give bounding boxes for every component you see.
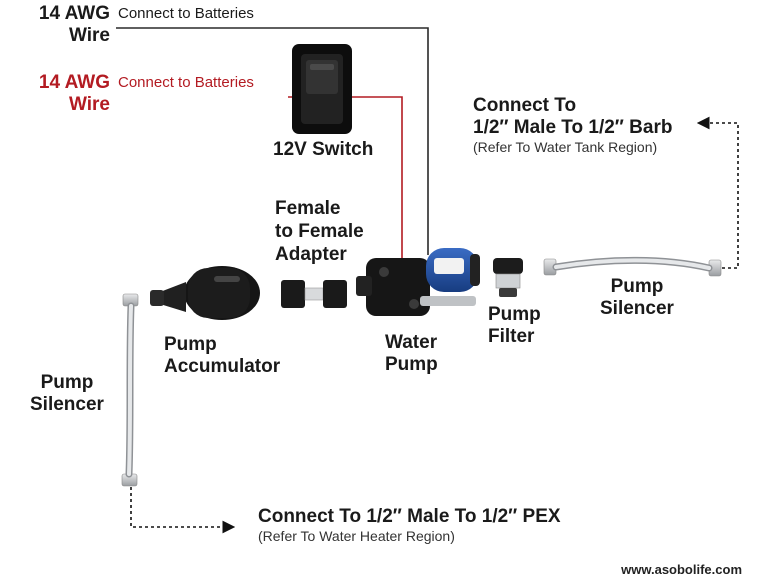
black-wire	[116, 27, 429, 255]
filter-label-line2: Filter	[488, 325, 535, 347]
red-wire-word: Wire	[68, 93, 110, 115]
silencer-left-line1: Pump	[40, 372, 94, 393]
water-pump-label-line1: Water	[385, 332, 438, 353]
adapter-label: Female to Female Adapter	[275, 198, 364, 266]
pex-dotted-arrow	[130, 487, 236, 534]
red-wire-gauge: 14 AWG	[38, 72, 110, 93]
adapter-label-line3: Adapter	[275, 243, 347, 265]
silencer-right-label: Pump Silencer	[600, 276, 674, 320]
accumulator-label-line1: Pump	[164, 334, 217, 355]
switch-label: 12V Switch	[273, 139, 374, 160]
black-wire-word: Wire	[68, 24, 110, 46]
black-wire-gauge: 14 AWG	[38, 3, 110, 24]
water-pump-icon	[356, 248, 480, 316]
silencer-left-line2: Silencer	[30, 393, 104, 415]
water-pump-label: Water Pump	[385, 332, 438, 376]
filter-label: Pump Filter	[488, 304, 541, 348]
silencer-right-line2: Silencer	[600, 297, 674, 319]
barb-label-line1: Connect To	[473, 95, 577, 116]
pex-label-line1: Connect To 1/2″ Male To 1/2″ PEX	[258, 506, 561, 527]
rocker-switch-icon	[292, 44, 352, 134]
accumulator-label-line2: Accumulator	[164, 355, 281, 377]
barb-label-line2: 1/2″ Male To 1/2″ Barb	[473, 116, 673, 138]
accumulator-label: Pump Accumulator	[164, 334, 280, 378]
red-wire-gauge-label: 14 AWG Wire	[39, 72, 110, 116]
braided-hose-icon	[543, 256, 722, 277]
adapter-label-line2: to Female	[275, 220, 364, 242]
pump-accumulator-icon	[150, 266, 260, 320]
filter-label-line1: Pump	[488, 304, 541, 325]
red-wire-note: Connect to Batteries	[118, 74, 254, 91]
black-wire-note: Connect to Batteries	[118, 5, 254, 22]
water-pump-label-line2: Pump	[385, 353, 438, 375]
website-url: www.asobolife.com	[621, 562, 742, 577]
female-adapter-icon	[281, 280, 347, 308]
silencer-left-label: Pump Silencer	[30, 372, 104, 416]
pex-label: Connect To 1/2″ Male To 1/2″ PEX (Refer …	[258, 506, 561, 544]
silencer-right-line1: Pump	[610, 276, 664, 297]
adapter-label-line1: Female	[275, 198, 341, 219]
barb-label: Connect To 1/2″ Male To 1/2″ Barb (Refer…	[473, 95, 672, 155]
braided-hose-left-icon	[121, 293, 139, 487]
barb-dotted-arrow	[696, 116, 739, 269]
black-wire-gauge-label: 14 AWG Wire	[39, 3, 110, 47]
pex-note: (Refer To Water Heater Region)	[258, 527, 455, 544]
pump-filter-icon	[493, 258, 523, 297]
barb-note: (Refer To Water Tank Region)	[473, 138, 658, 155]
